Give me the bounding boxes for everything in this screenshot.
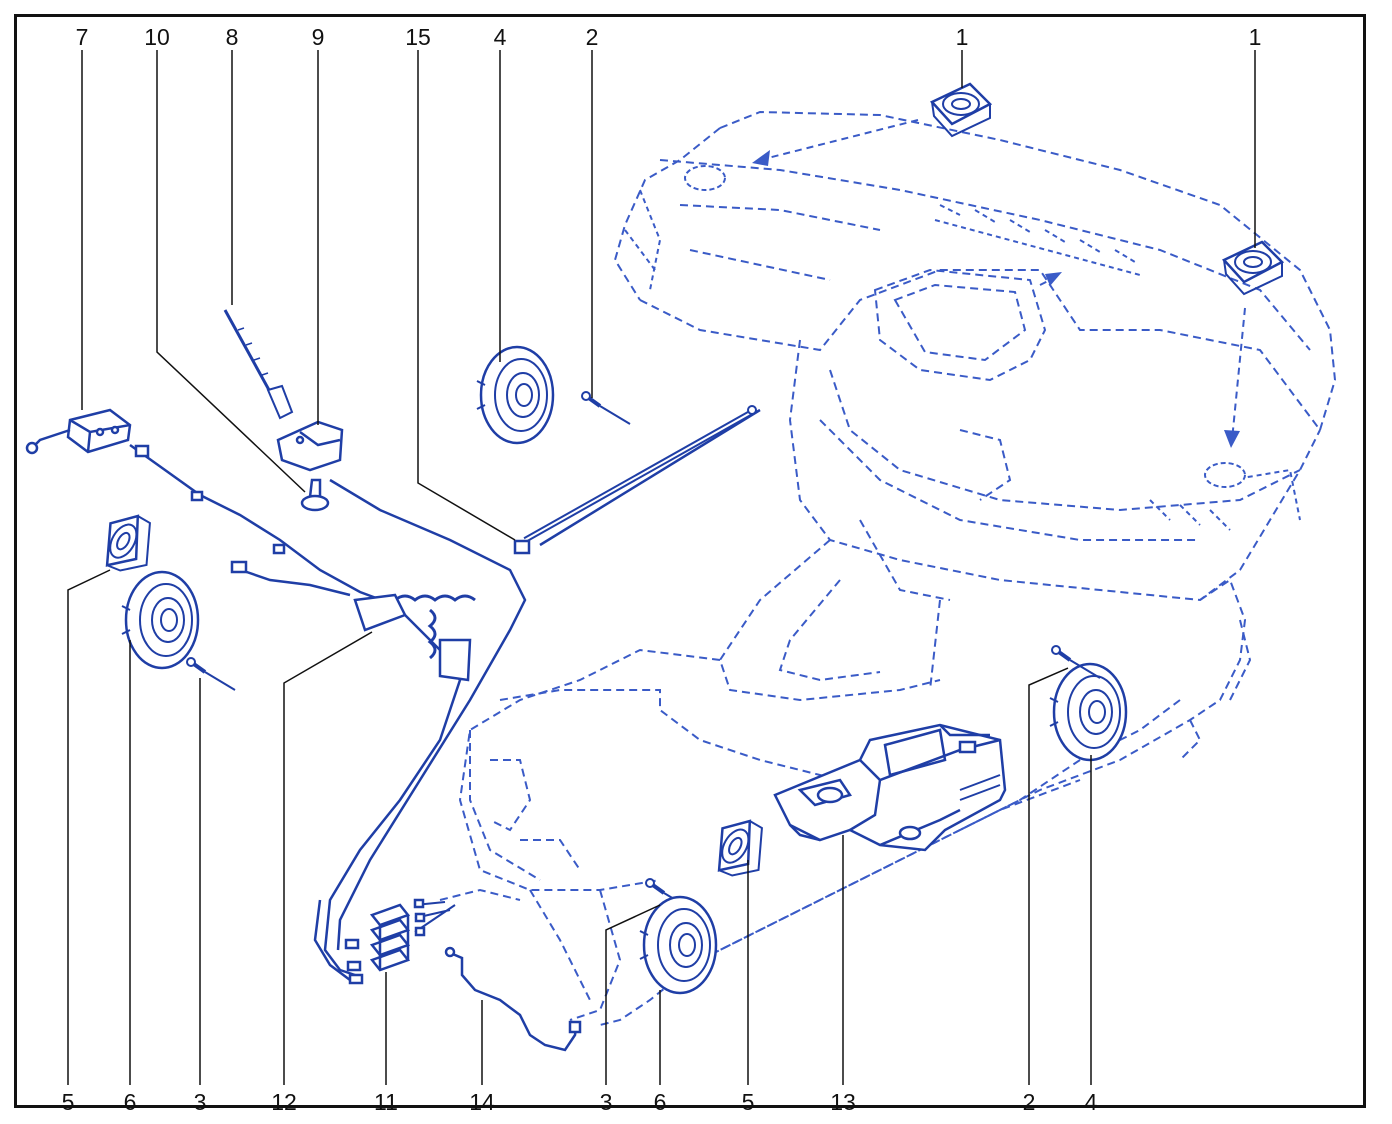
rear-door-speaker-left: [120, 570, 200, 670]
callout-bottom-12: 12: [271, 1089, 297, 1115]
callout-top-9: 9: [311, 24, 325, 50]
callout-bottom-3b: 3: [599, 1089, 613, 1115]
speaker-screw-rear-left: [185, 656, 237, 692]
roof-antenna-base: [276, 420, 344, 472]
callout-bottom-11: 11: [374, 1089, 398, 1115]
speaker-screw-front-left: [580, 390, 632, 426]
rear-door-speaker-right: [638, 895, 718, 995]
callout-bottom-6a: 6: [123, 1089, 137, 1115]
mounting-arrows: [539, 119, 1246, 547]
front-door-speaker-right: [1048, 662, 1128, 762]
callout-top-4: 4: [493, 24, 507, 50]
usb-cable: [513, 405, 757, 555]
callout-top-2: 2: [585, 24, 599, 50]
callout-bottom-14: 14: [469, 1089, 495, 1115]
callout-bottom-2: 2: [1022, 1089, 1036, 1115]
front-door-speaker-left: [475, 345, 555, 445]
callout-bottom-5b: 5: [741, 1089, 755, 1115]
callout-bottom-5a: 5: [61, 1089, 75, 1115]
rear-tweeter-right: [702, 809, 779, 889]
tweeter-mount-right: [1204, 462, 1246, 488]
callout-bottom-4: 4: [1084, 1089, 1098, 1115]
callout-bottom-6b: 6: [653, 1089, 667, 1115]
tweeter-front-right: [1222, 240, 1284, 296]
callout-top-8: 8: [225, 24, 239, 50]
callout-bottom-3a: 3: [193, 1089, 207, 1115]
rear-tweeter-left: [90, 504, 167, 584]
callout-top-10: 10: [144, 24, 170, 50]
antenna-mast: [223, 309, 294, 420]
callout-top-7: 7: [75, 24, 89, 50]
vehicle-interior-outline: [439, 110, 1337, 1026]
antenna-amplifier-module: [25, 408, 132, 455]
callout-top-1a: 1: [955, 24, 969, 50]
callout-top-15: 15: [405, 24, 431, 50]
connector-block: [369, 898, 456, 972]
extension-cable: [444, 946, 582, 1052]
tweeter-mount-left: [684, 165, 726, 191]
dashboard-vent-details: [624, 189, 1301, 531]
arrowheads: [752, 150, 1240, 448]
callout-bottom-13: 13: [830, 1089, 856, 1115]
antenna-cable-harness: [129, 443, 527, 985]
callout-leader-lines: [67, 50, 1256, 1085]
antenna-seal: [300, 478, 330, 512]
callout-top-1b: 1: [1248, 24, 1262, 50]
amplifier-subwoofer-unit: [773, 723, 1007, 852]
